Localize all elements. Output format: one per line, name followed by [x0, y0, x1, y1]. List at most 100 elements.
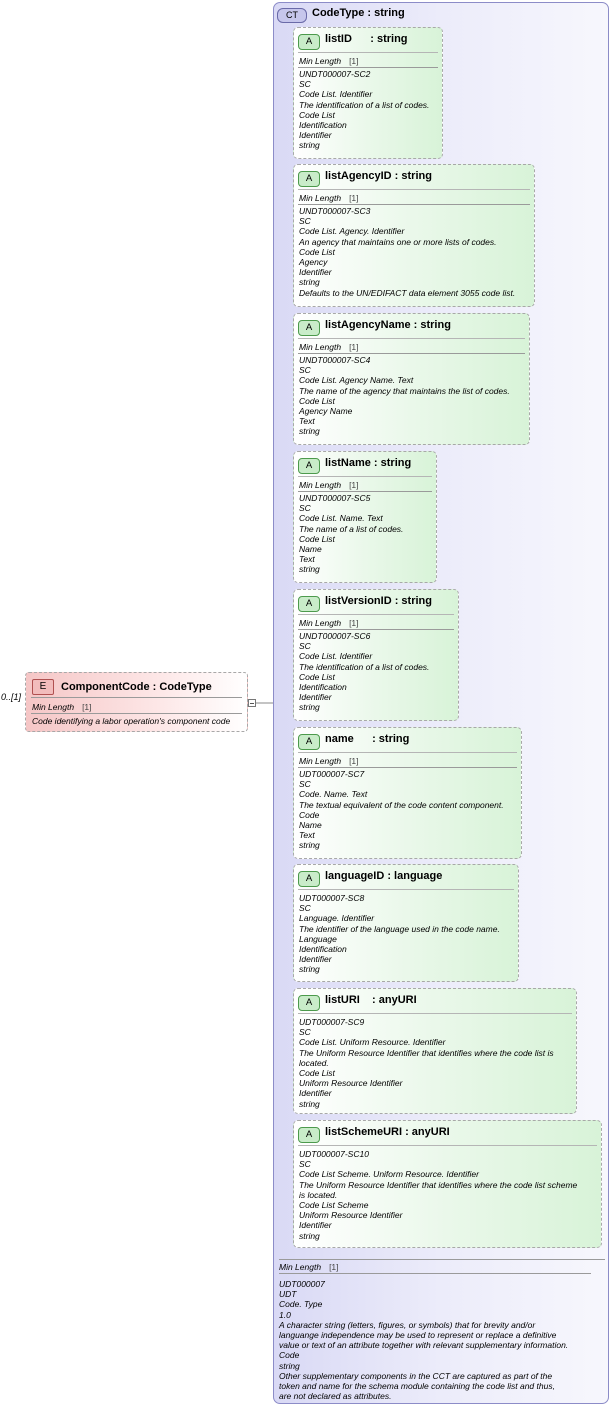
divider	[31, 697, 242, 698]
facet-value: [1]	[349, 193, 359, 203]
divider	[298, 67, 438, 68]
doc-line: Uniform Resource Identifier	[299, 1078, 403, 1089]
attribute-facet: Min Length[1]	[299, 618, 359, 628]
attribute-facet: Min Length[1]	[299, 342, 359, 352]
divider	[298, 1145, 597, 1146]
doc-line: Code. Name. Text	[299, 789, 368, 800]
attribute-title: listName : string	[325, 457, 412, 469]
doc-line: Text	[299, 830, 315, 841]
attribute-title: languageID : language	[325, 870, 443, 882]
doc-line: An agency that maintains one or more lis…	[299, 236, 497, 247]
doc-line: UDT	[279, 1289, 297, 1300]
facet-value: [1]	[349, 56, 359, 66]
doc-line: Code. Type	[279, 1299, 323, 1310]
facet-value: [1]	[349, 756, 359, 766]
doc-line: UDT000007-SC9	[299, 1017, 365, 1027]
divider	[298, 189, 530, 190]
doc-line: SC	[299, 79, 311, 90]
doc-line: Defaults to the UN/EDIFACT data element …	[299, 287, 516, 298]
divider	[31, 713, 242, 714]
doc-line: Identifier	[299, 954, 332, 965]
doc-line: string	[299, 277, 320, 288]
divider	[298, 752, 517, 753]
doc-line: Code List	[299, 533, 335, 544]
doc-line: Language	[299, 933, 337, 944]
facet-label: Min Length	[299, 56, 342, 66]
doc-line: UDT000007	[279, 1279, 325, 1289]
doc-line: Code List. Agency. Identifier	[299, 226, 405, 237]
divider	[298, 338, 525, 339]
doc-line: Code List	[299, 671, 335, 682]
doc-line: SC	[299, 365, 311, 376]
attribute-title: listSchemeURI : anyURI	[325, 1126, 450, 1138]
doc-line: UNDT000007-SC3	[299, 206, 371, 216]
doc-line: Code List Scheme	[299, 1200, 369, 1211]
doc-line: Language. Identifier	[299, 913, 375, 924]
complex-type-badge-icon: CT	[277, 8, 307, 23]
doc-line: Code List	[299, 395, 335, 406]
doc-line: Identifier	[299, 1220, 332, 1231]
doc-line: string	[299, 426, 320, 437]
doc-line: Code List	[299, 109, 335, 120]
facet-value: [1]	[349, 342, 359, 352]
doc-line: string	[299, 964, 320, 975]
divider	[298, 52, 438, 53]
doc-line: string	[299, 702, 320, 713]
doc-line: SC	[299, 216, 311, 227]
collapse-toggle-icon[interactable]	[248, 699, 256, 707]
doc-line: The name of a list of codes.	[299, 523, 404, 534]
facet-value: [1]	[82, 702, 92, 712]
doc-line: Name	[299, 544, 322, 555]
attribute-facet: Min Length[1]	[299, 480, 359, 490]
doc-line: The identifier of the language used in t…	[299, 923, 500, 934]
multiplicity-label: 0..[1]	[1, 692, 22, 702]
doc-line: Code List. Uniform Resource. Identifier	[299, 1037, 446, 1048]
doc-line: Code List. Agency Name. Text	[299, 375, 414, 386]
attribute-badge-icon: A	[298, 320, 320, 336]
divider	[298, 1013, 572, 1014]
element-component-code[interactable]: E ComponentCode : CodeType Min Length[1]…	[25, 672, 248, 732]
doc-line: Code List. Identifier	[299, 89, 373, 100]
divider	[298, 353, 525, 354]
attribute-badge-icon: A	[298, 458, 320, 474]
doc-line: SC	[299, 641, 311, 652]
doc-line: languange independence may be used to re…	[279, 1330, 557, 1341]
doc-line: 1.0	[279, 1309, 291, 1320]
element-doc: Code identifying a labor operation's com…	[32, 716, 231, 726]
doc-line: UDT000007-SC10	[299, 1149, 369, 1159]
attribute-badge-icon: A	[298, 871, 320, 887]
facet-label: Min Length	[32, 702, 75, 712]
doc-line: Text	[299, 416, 315, 427]
facet-label: Min Length	[299, 618, 342, 628]
doc-line: UNDT000007-SC5	[299, 493, 371, 503]
attribute-badge-icon: A	[298, 34, 320, 50]
doc-line: Code	[299, 809, 320, 820]
doc-line: UDT000007-SC7	[299, 769, 365, 779]
doc-line: is located.	[299, 1189, 338, 1200]
attribute-title: listURI : anyURI	[325, 994, 417, 1006]
doc-line: are not declared as attributes.	[279, 1391, 392, 1402]
doc-line: Code List Scheme. Uniform Resource. Iden…	[299, 1169, 479, 1180]
doc-line: string	[299, 564, 320, 575]
doc-line: Identifier	[299, 130, 332, 141]
attribute-badge-icon: A	[298, 734, 320, 750]
facet-value: [1]	[349, 480, 359, 490]
divider	[298, 889, 514, 890]
doc-line: The identification of a list of codes.	[299, 99, 430, 110]
attribute-badge-icon: A	[298, 171, 320, 187]
complex-type-title: CodeType : string	[312, 7, 405, 19]
